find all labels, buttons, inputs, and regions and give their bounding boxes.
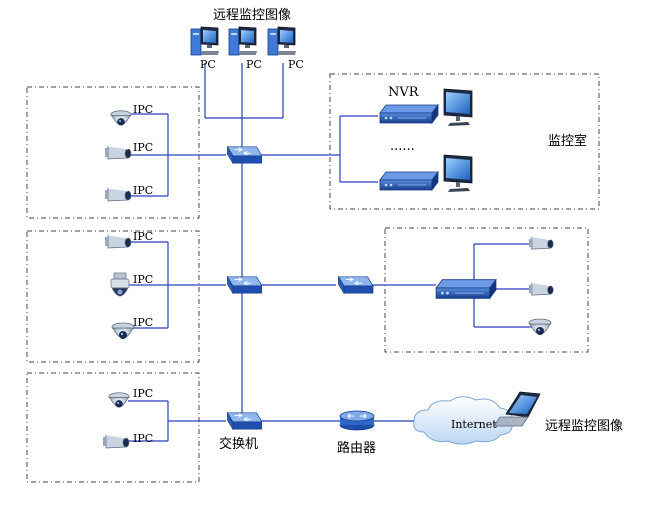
switch-icon [226, 146, 262, 164]
ipc-label: IPC [133, 141, 153, 154]
switch-icon [337, 276, 374, 294]
connection-lines [125, 63, 532, 442]
remote-monitoring-label-top: 远程监控图像 [213, 8, 291, 23]
pc-label: PC [200, 58, 216, 71]
dome-camera-icon [528, 318, 552, 336]
bullet-camera-icon [102, 434, 130, 449]
zone-box-top-left [26, 86, 200, 219]
dome-camera-icon [110, 110, 132, 127]
bullet-camera-icon [528, 282, 554, 296]
switch-label: 交换机 [219, 436, 258, 452]
switch-icon [226, 412, 262, 430]
ipc-label: IPC [133, 316, 153, 329]
ipc-label: IPC [133, 273, 153, 286]
switch-icon [226, 276, 262, 294]
monitor-room-label: 监控室 [548, 133, 587, 149]
speed-dome-camera-icon [110, 272, 130, 297]
laptop-icon [493, 391, 541, 427]
bullet-camera-icon [104, 145, 132, 160]
pc-icon [228, 26, 258, 56]
zone-box-monitor-room [329, 73, 600, 210]
pc-icon [267, 26, 297, 56]
ipc-label: IPC [133, 103, 153, 116]
dome-camera-icon [108, 392, 130, 409]
nvr-icon [435, 279, 497, 299]
bullet-camera-icon [104, 234, 132, 249]
monitor-icon [443, 154, 473, 193]
dome-camera-icon [111, 322, 135, 340]
ipc-label: IPC [133, 230, 153, 243]
internet-label: Internet [451, 418, 497, 431]
zone-box-mid-right [384, 227, 589, 353]
bullet-camera-icon [528, 236, 554, 250]
nvr-ellipsis: ...... [390, 139, 415, 154]
bullet-camera-icon [104, 187, 132, 202]
zone-box-bottom-left [26, 372, 200, 483]
nvr-icon [379, 171, 439, 191]
pc-label: PC [246, 58, 262, 71]
router-icon [339, 410, 375, 431]
pc-icon [190, 26, 220, 56]
ipc-label: IPC [133, 387, 153, 400]
ipc-label: IPC [133, 184, 153, 197]
nvr-icon [379, 104, 439, 124]
pc-label: PC [288, 58, 304, 71]
monitor-icon [443, 88, 473, 127]
nvr-label: NVR [388, 85, 420, 100]
internet-cloud-icon [413, 396, 513, 445]
remote-monitoring-label-right: 远程监控图像 [545, 419, 623, 434]
router-label: 路由器 [337, 440, 376, 456]
ipc-label: IPC [133, 432, 153, 445]
zone-box-mid-left [26, 230, 200, 363]
